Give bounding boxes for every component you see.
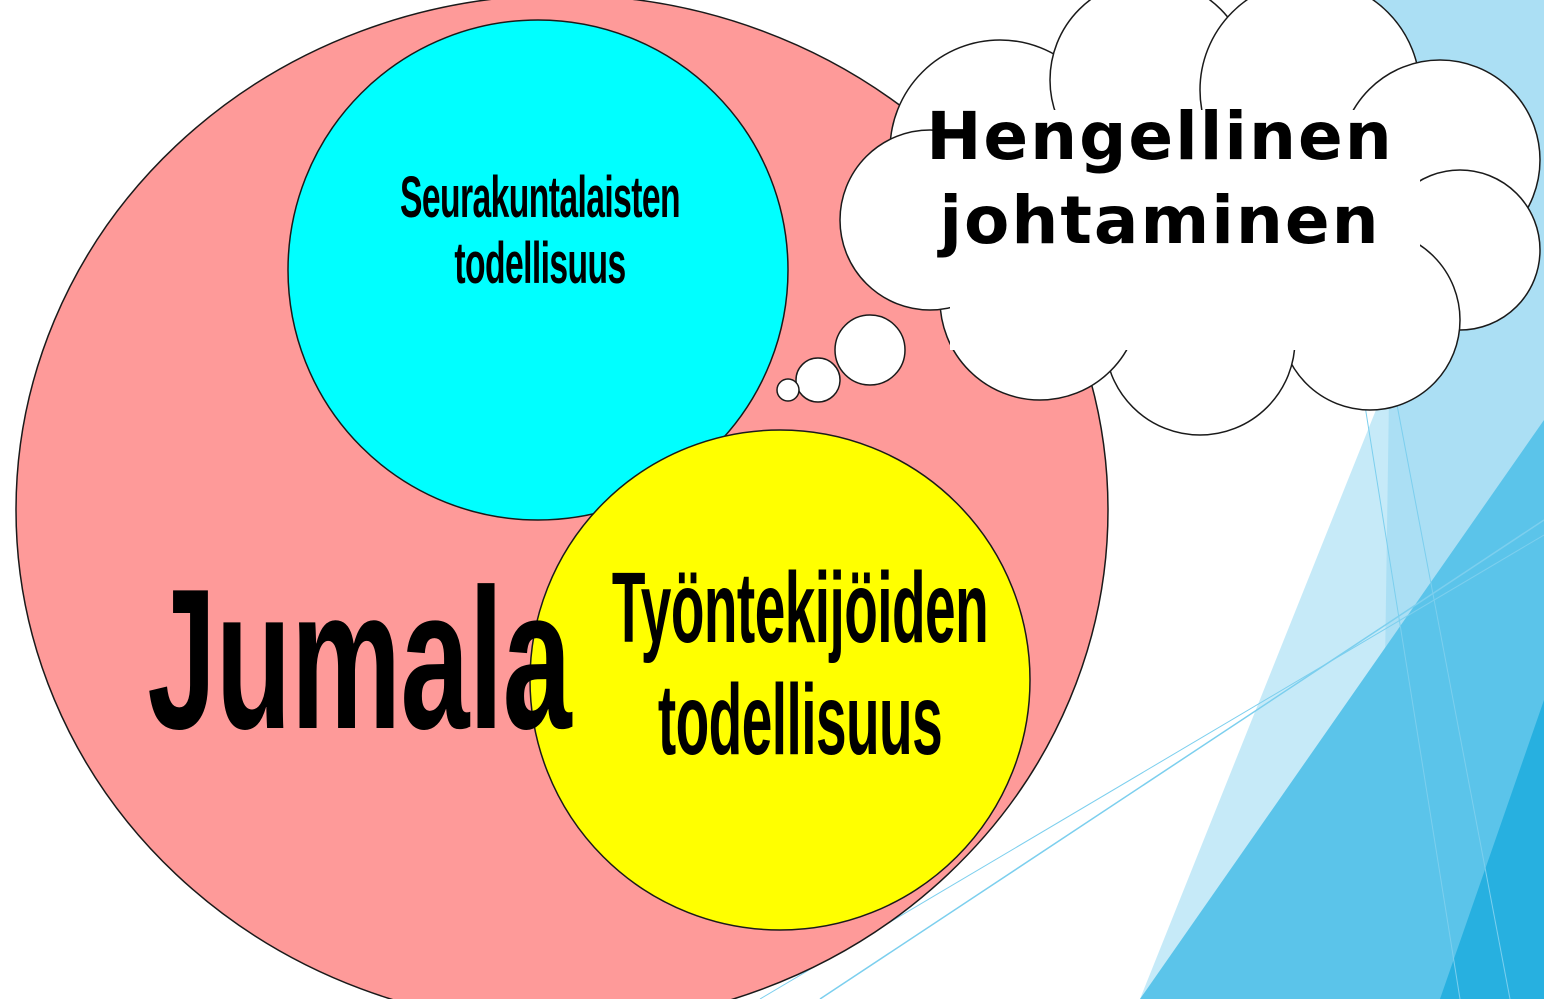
tyontekijoiden-line2: todellisuus <box>657 664 943 776</box>
seurakuntalaisten-label: Seurakuntalaisten todellisuus <box>366 165 714 297</box>
thought-bubble-text: Hengellinen johtaminen <box>900 95 1420 263</box>
tyontekijoiden-line1: Työntekijöiden <box>611 552 989 664</box>
top-circle-seurakuntalaiset <box>287 19 789 521</box>
thought-bubble-dots <box>776 314 906 403</box>
seurakuntalaisten-line1: Seurakuntalaisten <box>400 165 681 230</box>
seurakuntalaisten-line2: todellisuus <box>454 231 626 296</box>
tyontekijoiden-label: Työntekijöiden todellisuus <box>608 552 993 776</box>
thought-bubble-cloud <box>839 0 1541 436</box>
jumala-label: Jumala <box>147 548 572 771</box>
bottom-circle-tyontekijat <box>529 429 1031 931</box>
thought-line2: johtaminen <box>939 182 1381 259</box>
thought-line1: Hengellinen <box>926 98 1394 175</box>
